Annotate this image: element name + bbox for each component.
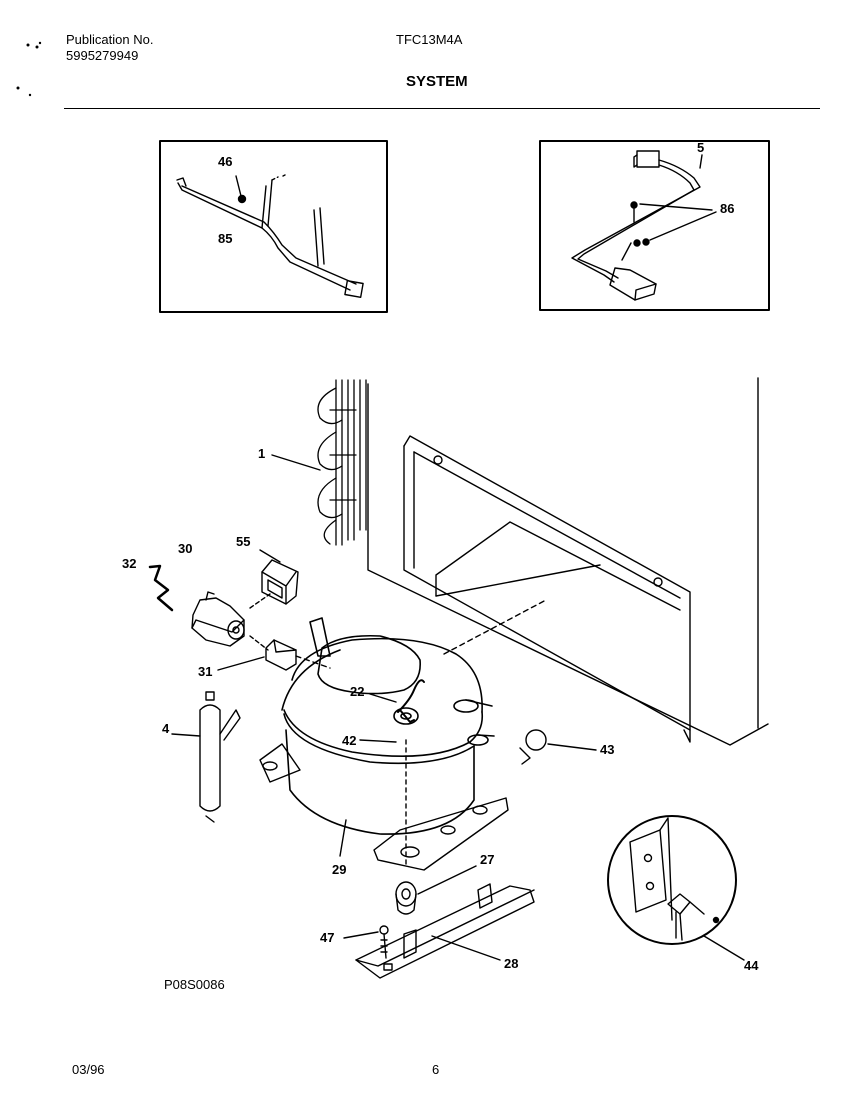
leader-4 (171, 733, 201, 737)
callout-32: 32 (122, 556, 136, 571)
page-number: 6 (432, 1062, 440, 1077)
inset-box-cord (539, 140, 770, 311)
publication-number: 5995279949 (66, 48, 139, 63)
leader-22 (369, 693, 397, 703)
callout-47: 47 (320, 930, 334, 945)
cabinet-back (367, 377, 769, 746)
callout-28: 28 (504, 956, 518, 971)
inset-box-wire-harness (159, 140, 388, 313)
leader-28 (431, 935, 501, 961)
leader-1 (271, 454, 321, 471)
leader-55 (259, 549, 281, 563)
callout-27: 27 (480, 852, 494, 867)
cover-55 (261, 559, 299, 605)
compressor-29 (281, 617, 495, 835)
condenser-coil (317, 379, 367, 546)
model-number: TFC13M4A (396, 32, 463, 47)
power-cord-5 (571, 150, 703, 301)
wire-32 (148, 564, 174, 612)
callout-86: 86 (720, 201, 734, 216)
leader-29 (339, 819, 347, 857)
screws-86 (630, 201, 717, 247)
header-rule (64, 108, 820, 109)
filter-drier-4 (199, 691, 241, 823)
publication-label: Publication No. (66, 32, 154, 47)
callout-31: 31 (198, 664, 212, 679)
section-title: SYSTEM (406, 73, 468, 90)
clip-31 (265, 639, 297, 671)
inset-circle-outlet (607, 815, 737, 945)
screw-46 (235, 175, 247, 204)
leader-42 (359, 739, 397, 743)
drawing-id: P08S0086 (164, 977, 225, 992)
callout-42: 42 (342, 733, 356, 748)
callout-30: 30 (178, 541, 192, 556)
callout-5: 5 (697, 140, 704, 155)
callout-43: 43 (600, 742, 614, 757)
footer-date: 03/96 (72, 1062, 105, 1077)
grommet-27 (395, 881, 417, 915)
start-relay-30 (191, 591, 245, 647)
callout-55: 55 (236, 534, 250, 549)
clamp-43 (519, 729, 547, 765)
leader-43 (547, 743, 597, 751)
callout-22: 22 (350, 684, 364, 699)
callout-29: 29 (332, 862, 346, 877)
leader-47 (343, 931, 379, 939)
wire-22 (397, 679, 425, 723)
callout-46: 46 (218, 154, 232, 169)
screw-47 (379, 925, 389, 959)
callout-44: 44 (744, 958, 759, 973)
compressor-base (259, 743, 509, 871)
callout-85: 85 (218, 231, 232, 246)
callout-4: 4 (162, 721, 170, 736)
wire-harness-85 (176, 174, 364, 298)
mounting-bracket-28 (355, 883, 535, 979)
leader-44 (703, 935, 745, 961)
outlet-44 (629, 817, 720, 941)
scan-speck-marks (16, 41, 42, 97)
leader-31 (217, 656, 265, 671)
callout-1: 1 (258, 446, 265, 461)
leader-27 (417, 865, 477, 895)
